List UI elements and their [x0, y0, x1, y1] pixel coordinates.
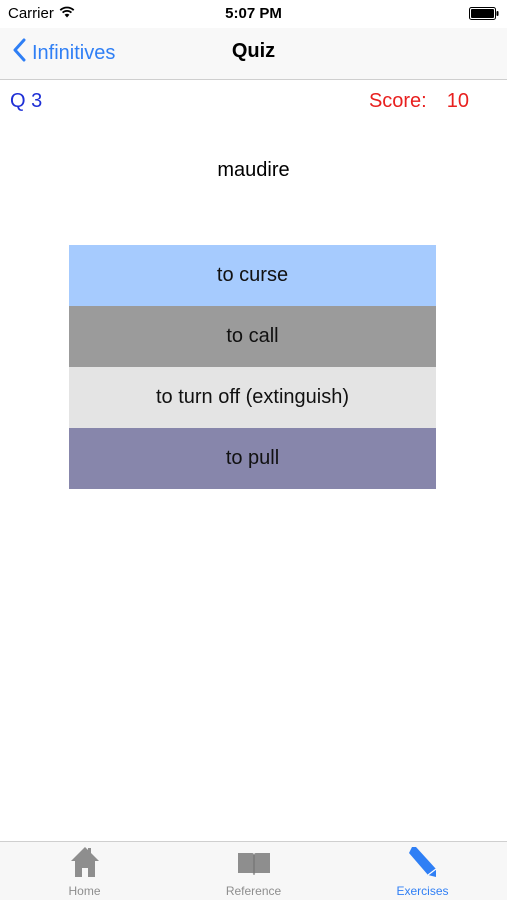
answer-option[interactable]: to pull — [69, 428, 436, 489]
navigation-bar: Infinitives Quiz — [0, 28, 507, 80]
tab-reference[interactable]: Reference — [169, 842, 338, 900]
score-value: 10 — [446, 90, 469, 112]
status-time: 5:07 PM — [225, 5, 282, 22]
answer-option[interactable]: to turn off (extinguish) — [69, 367, 436, 428]
answer-option[interactable]: to curse — [69, 245, 436, 306]
house-icon — [69, 845, 101, 884]
chevron-left-icon — [12, 38, 32, 68]
status-bar: Carrier 5:07 PM — [0, 0, 507, 28]
quiz-word: maudire — [217, 159, 290, 181]
carrier-indicator: Carrier — [8, 5, 75, 22]
score-display: Score: 10 — [369, 90, 469, 113]
answer-list: to curse to call to turn off (extinguish… — [69, 245, 436, 489]
back-button[interactable]: Infinitives — [12, 38, 115, 68]
tab-home[interactable]: Home — [0, 842, 169, 900]
carrier-label: Carrier — [8, 5, 54, 22]
pencil-icon — [406, 845, 440, 884]
tab-exercises[interactable]: Exercises — [338, 842, 507, 900]
wifi-icon — [59, 5, 75, 22]
question-number: Q 3 — [10, 90, 43, 112]
battery-icon — [469, 7, 499, 20]
page-title: Quiz — [231, 40, 276, 62]
answer-option[interactable]: to call — [69, 306, 436, 367]
back-button-label: Infinitives — [32, 41, 116, 64]
tab-bar: Home Reference Exercises — [0, 841, 507, 900]
tab-reference-label: Reference — [225, 884, 282, 898]
tab-home-label: Home — [68, 884, 101, 898]
score-label: Score: — [368, 90, 427, 112]
tab-exercises-label: Exercises — [396, 884, 449, 898]
book-icon — [236, 849, 272, 884]
